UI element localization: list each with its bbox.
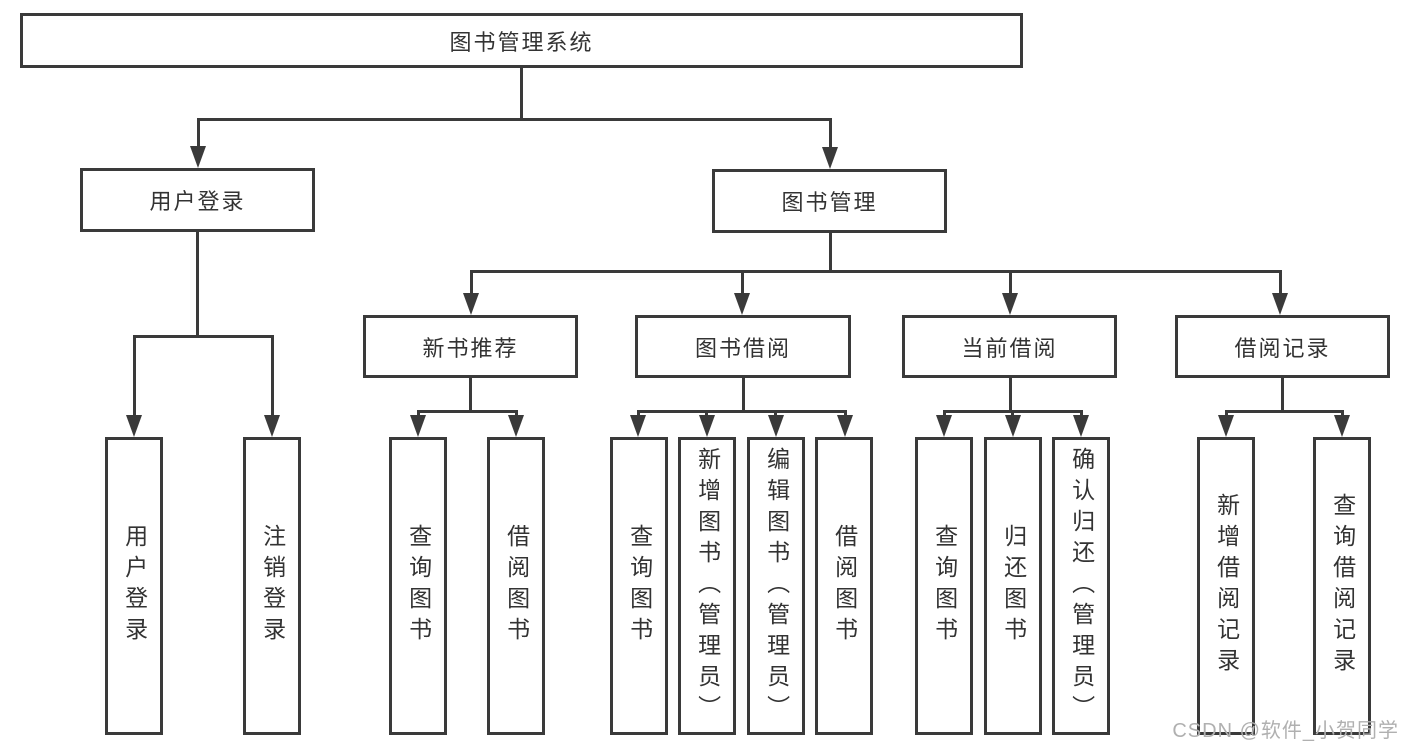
connector-drop — [774, 410, 777, 418]
connector-drop — [1341, 410, 1344, 418]
node-user-login-label: 用户登录 — [149, 189, 246, 214]
connector-drop — [197, 118, 200, 148]
arrow-down — [936, 415, 952, 437]
node-current-borrow-label: 当前借阅 — [961, 335, 1058, 361]
connector-root-stem — [520, 68, 523, 118]
connector-userlogin-stem — [196, 232, 199, 335]
node-book-management-label: 图书管理 — [781, 190, 878, 215]
arrow-down — [1005, 415, 1021, 437]
leaf-label: 用户登录 — [121, 524, 148, 648]
node-root-label: 图书管理系统 — [449, 29, 594, 55]
leaf-edit-books-admin: 编辑图书（管理员） — [747, 437, 805, 735]
node-new-book-recommend-label: 新书推荐 — [422, 335, 519, 361]
leaf-label: 查询图书 — [405, 524, 432, 648]
leaf-label: 编辑图书（管理员） — [763, 446, 790, 726]
arrow-down — [822, 147, 838, 169]
leaf-label: 查询图书 — [931, 524, 958, 648]
arrow-down — [1272, 293, 1288, 315]
connector-drop — [741, 270, 744, 295]
leaf-return-books: 归还图书 — [984, 437, 1042, 735]
arrow-down — [734, 293, 750, 315]
connector-drop — [637, 410, 640, 418]
connector-stem — [1281, 378, 1284, 410]
leaf-label: 新增图书（管理员） — [694, 446, 721, 726]
arrow-down — [837, 415, 853, 437]
node-borrow-record-label: 借阅记录 — [1234, 335, 1331, 361]
connector-drop — [943, 410, 946, 418]
arrow-down — [410, 415, 426, 437]
arrow-down — [126, 415, 142, 437]
leaf-user-login: 用户登录 — [105, 437, 163, 735]
leaf-add-borrow-record: 新增借阅记录 — [1197, 437, 1255, 735]
leaf-label: 新增借阅记录 — [1213, 493, 1240, 679]
connector-drop — [515, 410, 518, 418]
leaf-label: 借阅图书 — [503, 524, 530, 648]
arrow-down — [264, 415, 280, 437]
connector-drop — [470, 270, 473, 295]
leaf-label: 注销登录 — [259, 524, 286, 648]
node-user-login: 用户登录 — [80, 168, 315, 232]
arrow-down — [1334, 415, 1350, 437]
connector-root-rail — [197, 118, 832, 121]
leaf-label: 归还图书 — [1000, 524, 1027, 648]
connector-drop — [705, 410, 708, 418]
leaf-query-borrow-record: 查询借阅记录 — [1313, 437, 1371, 735]
connector-rail — [1225, 410, 1344, 413]
connector-drop — [844, 410, 847, 418]
connector-drop — [417, 410, 420, 418]
node-book-management: 图书管理 — [712, 169, 947, 233]
connector-drop — [1225, 410, 1228, 418]
connector-drop — [1011, 410, 1014, 418]
connector-drop — [1279, 270, 1282, 295]
connector-stem — [742, 378, 745, 410]
connector-rail — [417, 410, 518, 413]
connector-drop — [1080, 410, 1083, 418]
connector-bookmgmt-rail — [470, 270, 1282, 273]
connector-drop — [271, 335, 274, 417]
leaf-query-books-current: 查询图书 — [915, 437, 973, 735]
node-root: 图书管理系统 — [20, 13, 1023, 68]
node-book-borrow: 图书借阅 — [635, 315, 851, 378]
connector-drop — [1009, 270, 1012, 295]
arrow-down — [190, 146, 206, 168]
arrow-down — [630, 415, 646, 437]
leaf-label: 查询借阅记录 — [1329, 493, 1356, 679]
arrow-down — [699, 415, 715, 437]
connector-stem — [469, 378, 472, 410]
arrow-down — [463, 293, 479, 315]
node-book-borrow-label: 图书借阅 — [694, 335, 791, 361]
connector-drop — [829, 118, 832, 148]
connector-rail — [637, 410, 847, 413]
connector-bookmgmt-stem — [829, 233, 832, 270]
leaf-query-books-recommend: 查询图书 — [389, 437, 447, 735]
arrow-down — [1002, 293, 1018, 315]
node-new-book-recommend: 新书推荐 — [363, 315, 578, 378]
connector-stem — [1009, 378, 1012, 410]
leaf-query-books-borrow: 查询图书 — [610, 437, 668, 735]
leaf-borrow-books: 借阅图书 — [815, 437, 873, 735]
leaf-label: 借阅图书 — [831, 524, 858, 648]
leaf-label: 查询图书 — [626, 524, 653, 648]
arrow-down — [1218, 415, 1234, 437]
leaf-add-books-admin: 新增图书（管理员） — [678, 437, 736, 735]
arrow-down — [1073, 415, 1089, 437]
csdn-watermark: CSDN @软件_小贺同学 — [1172, 720, 1399, 742]
node-current-borrow: 当前借阅 — [902, 315, 1117, 378]
connector-drop — [133, 335, 136, 417]
node-borrow-record: 借阅记录 — [1175, 315, 1390, 378]
leaf-confirm-return-admin: 确认归还（管理员） — [1052, 437, 1110, 735]
leaf-borrow-books-recommend: 借阅图书 — [487, 437, 545, 735]
leaf-logout: 注销登录 — [243, 437, 301, 735]
leaf-label: 确认归还（管理员） — [1068, 446, 1095, 726]
connector-userlogin-rail — [133, 335, 274, 338]
arrow-down — [508, 415, 524, 437]
arrow-down — [768, 415, 784, 437]
